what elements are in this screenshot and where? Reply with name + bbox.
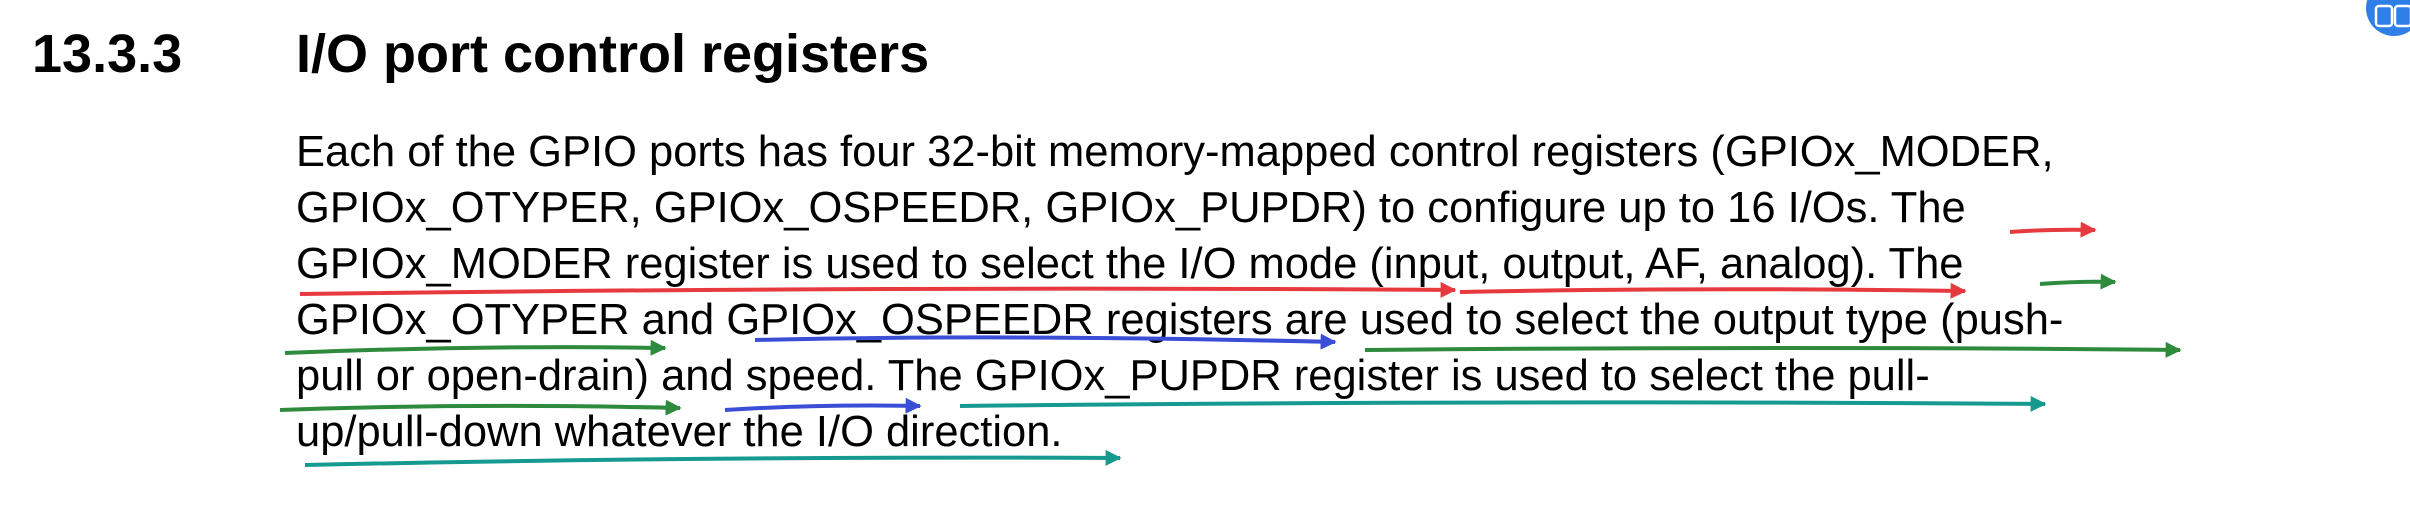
paragraph-line: GPIOx_OTYPER and GPIOx_OSPEEDR registers… (296, 296, 2064, 344)
paragraph-line: Each of the GPIO ports has four 32-bit m… (296, 128, 2054, 176)
section-title: I/O port control registers (296, 24, 930, 84)
paragraph-line: GPIOx_MODER register is used to select t… (296, 240, 1964, 288)
paragraph-line: pull or open-drain) and speed. The GPIOx… (296, 352, 1930, 400)
paragraph-line: GPIOx_OTYPER, GPIOx_OSPEEDR, GPIOx_PUPDR… (296, 184, 1966, 232)
section-number: 13.3.3 (32, 24, 183, 84)
section-paragraph: Each of the GPIO ports has four 32-bit m… (296, 124, 2246, 460)
section-heading: 13.3.3 I/O port control registers (32, 22, 929, 86)
assistant-badge[interactable] (2366, 0, 2410, 36)
assistant-icon (2366, 0, 2410, 36)
paragraph-line: up/pull-down whatever the I/O direction. (296, 408, 1063, 456)
